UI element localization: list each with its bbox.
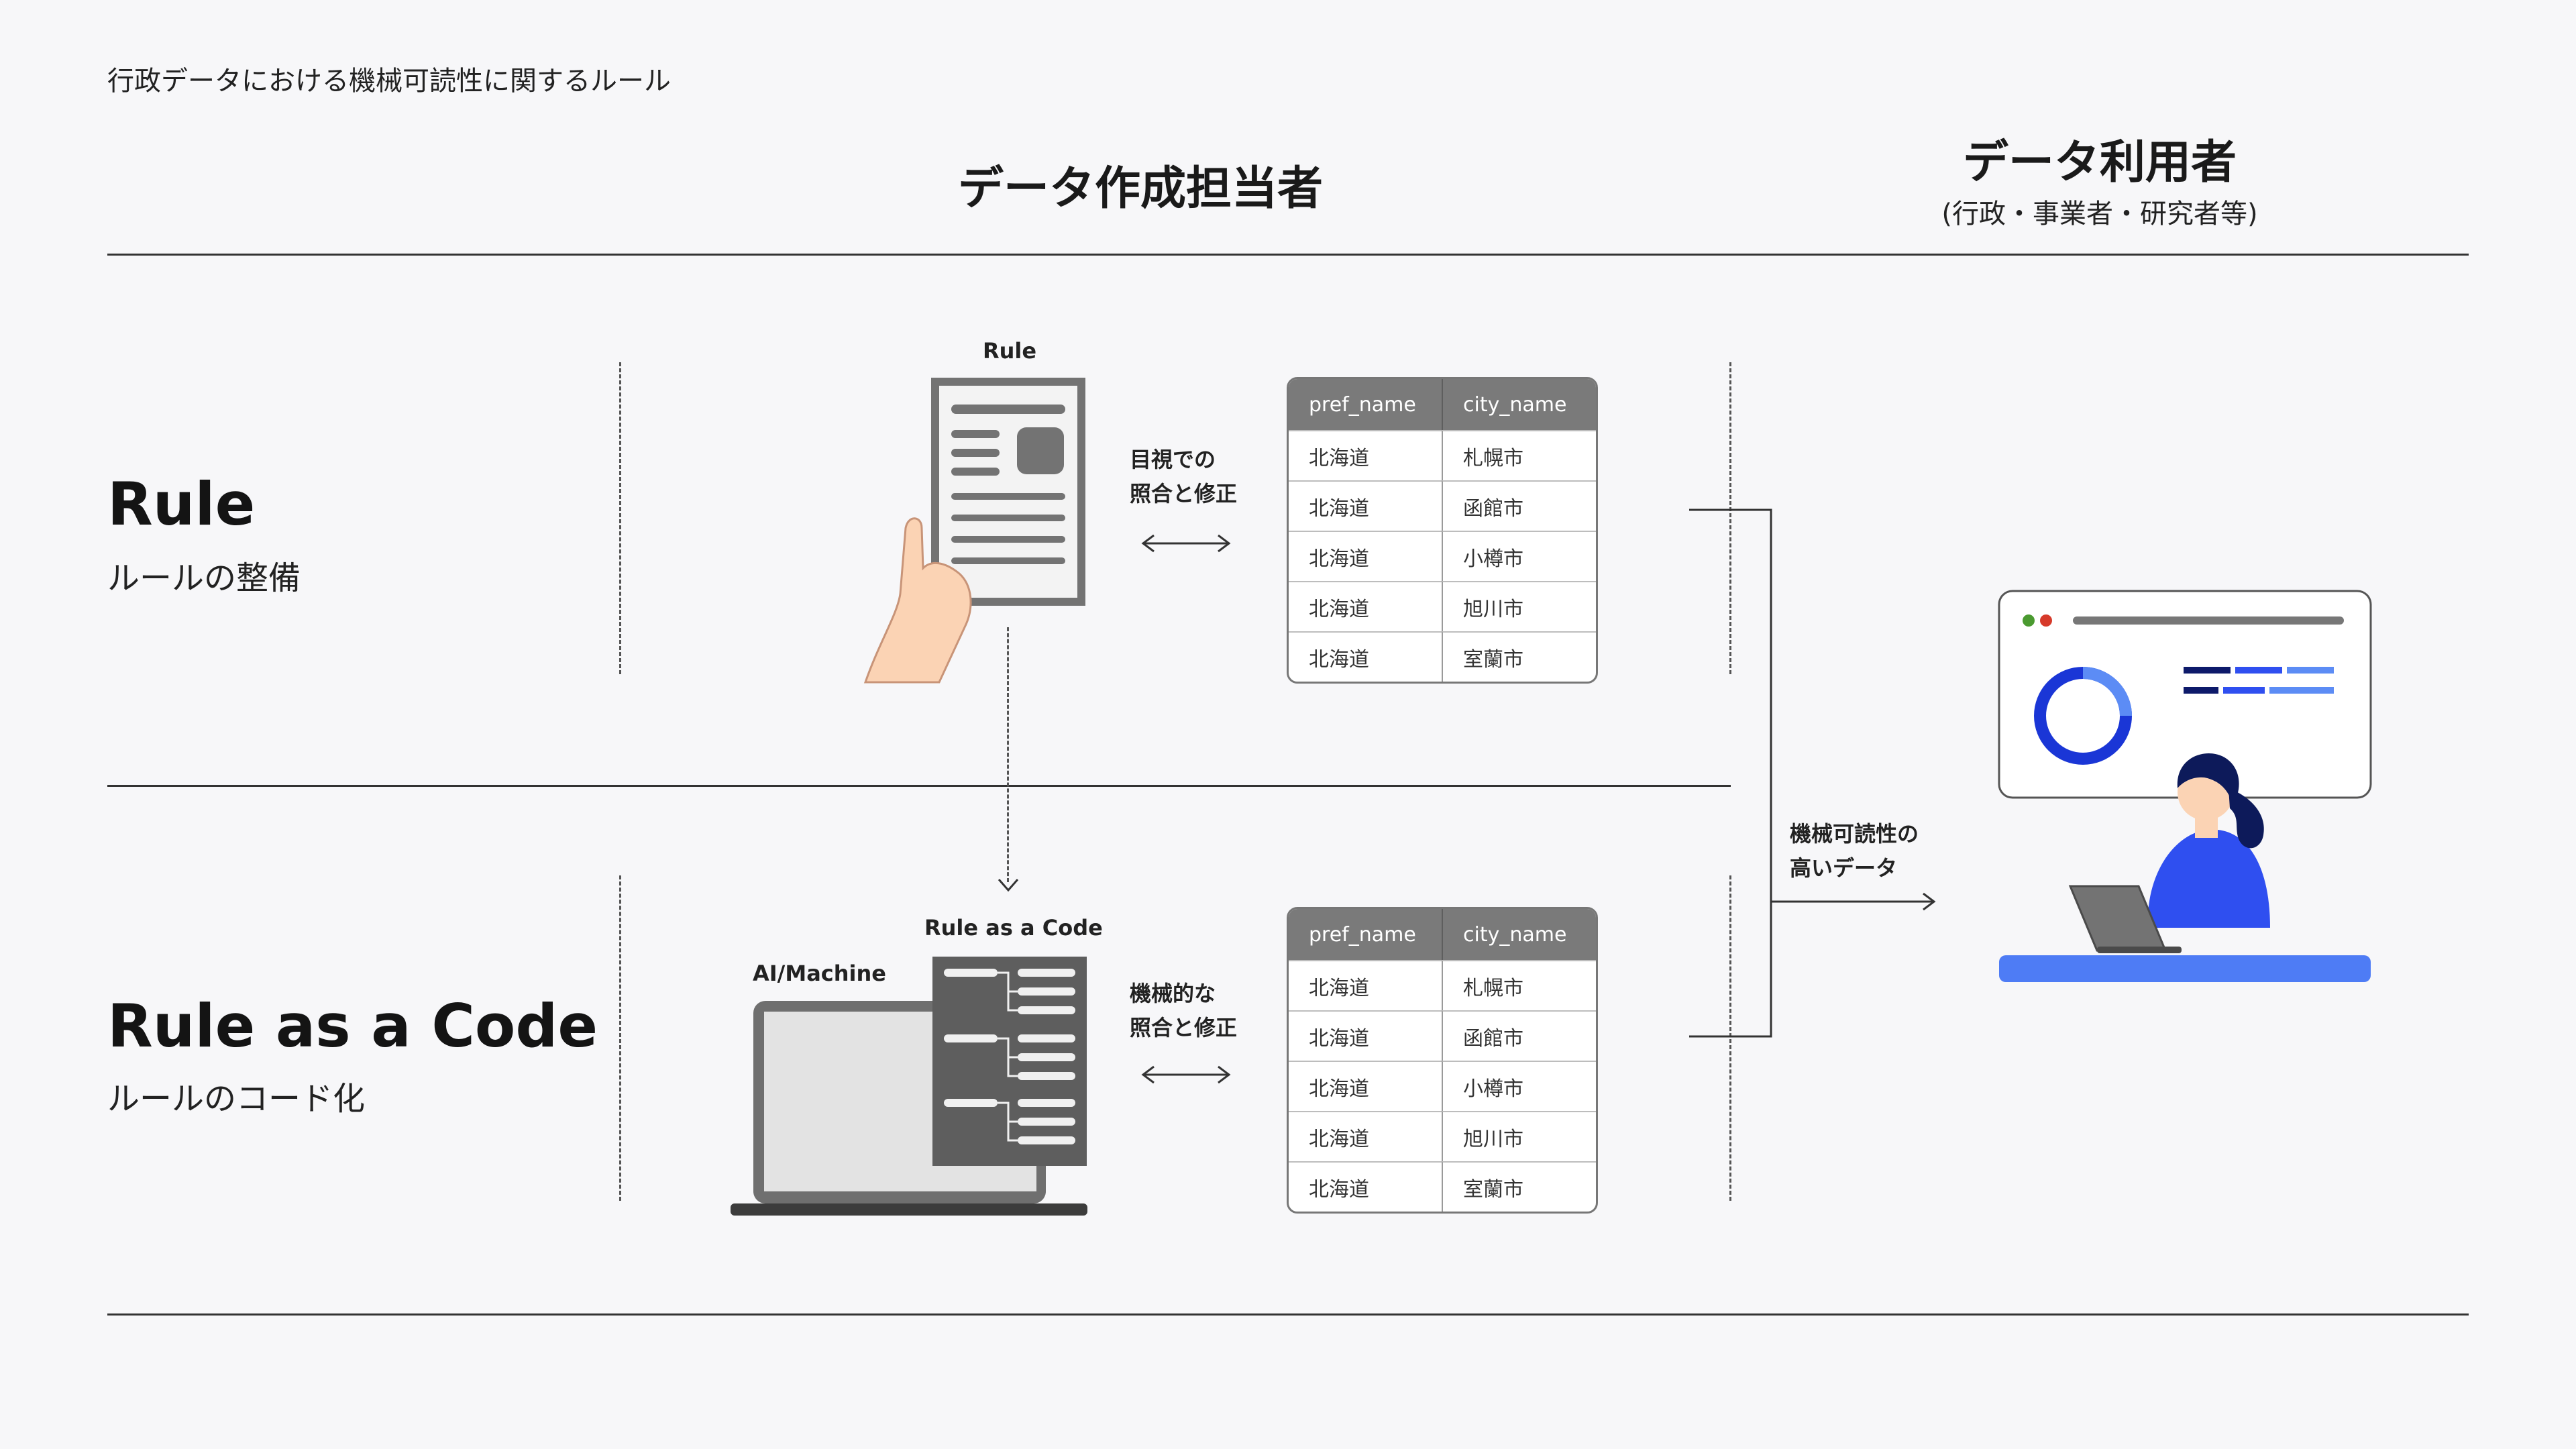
rule-as-code-label: Rule as a Code <box>924 915 1103 941</box>
table-cell: 北海道 <box>1289 480 1442 531</box>
table-cell: 函館市 <box>1442 1010 1596 1061</box>
table-cell: 北海道 <box>1289 581 1442 631</box>
left-divider-bottom <box>619 875 621 1201</box>
footer-divider <box>107 1313 2469 1316</box>
visual-check-line-2: 照合と修正 <box>1130 481 1238 507</box>
person-icon <box>2147 753 2270 928</box>
table-row: 北海道小樽市 <box>1289 1061 1596 1111</box>
window-dot-red <box>2040 614 2052 627</box>
document-icon <box>931 378 1085 606</box>
table-cell: 北海道 <box>1289 1010 1442 1061</box>
dashboard-window-icon <box>1998 590 2372 799</box>
machine-check-line-2: 照合と修正 <box>1130 1015 1238 1041</box>
desk <box>1999 955 2371 982</box>
table-cell: 北海道 <box>1289 631 1442 682</box>
table-cell: 札幌市 <box>1442 430 1596 480</box>
table-row: 北海道室蘭市 <box>1289 1161 1596 1212</box>
table-cell: 北海道 <box>1289 1111 1442 1161</box>
output-label-line-2: 高いデータ <box>1790 855 1898 881</box>
double-arrow-icon <box>1141 1065 1231 1084</box>
table-cell: 北海道 <box>1289 430 1442 480</box>
laptop-icon <box>2068 885 2182 953</box>
left-divider-top <box>619 362 621 674</box>
merge-bracket-connector <box>1689 508 1936 1038</box>
table-row: 北海道札幌市 <box>1289 430 1596 480</box>
row-title-rule-as-code: Rule as a Code <box>107 991 598 1061</box>
code-document-icon <box>932 957 1087 1166</box>
table-row: 北海道函館市 <box>1289 480 1596 531</box>
rule-document-label: Rule <box>983 338 1037 364</box>
table-row: 北海道旭川市 <box>1289 581 1596 631</box>
right-divider-top <box>1729 362 1731 674</box>
visual-check-label: 目視での 照合と修正 <box>1130 443 1237 511</box>
data-user-illustration <box>1998 590 2372 982</box>
table-cell: 函館市 <box>1442 480 1596 531</box>
table-cell: 北海道 <box>1289 531 1442 581</box>
table-cell: 旭川市 <box>1442 581 1596 631</box>
down-arrow-icon <box>998 879 1019 892</box>
column-header-pref: pref_name <box>1289 379 1442 430</box>
hand-icon <box>863 517 972 684</box>
donut-chart-icon <box>2034 667 2132 765</box>
window-dot-green <box>2023 614 2035 627</box>
machine-check-label: 機械的な 照合と修正 <box>1130 977 1237 1045</box>
ai-machine-label: AI/Machine <box>753 961 886 986</box>
table-row: 北海道室蘭市 <box>1289 631 1596 682</box>
output-label-line-1: 機械可読性の <box>1790 821 1919 847</box>
table-header-row: pref_name city_name <box>1289 379 1596 430</box>
header-divider <box>107 254 2469 256</box>
visual-check-line-1: 目視での <box>1130 447 1216 472</box>
table-cell: 室蘭市 <box>1442 631 1596 682</box>
table-cell: 小樽市 <box>1442 531 1596 581</box>
row-subtitle-rule-as-code: ルールのコード化 <box>107 1080 366 1118</box>
user-column-heading: データ利用者 <box>1962 136 2237 189</box>
rule-as-code-illustration <box>731 957 1087 1216</box>
machine-readable-data-label: 機械可読性の 高いデータ <box>1790 817 1919 885</box>
rule-document-illustration <box>863 378 1085 684</box>
table-row: 北海道旭川市 <box>1289 1111 1596 1161</box>
machine-check-line-1: 機械的な <box>1130 981 1216 1006</box>
row-divider <box>107 785 1731 787</box>
row-title-rule: Rule <box>107 470 256 539</box>
column-header-city: city_name <box>1442 909 1596 960</box>
right-divider-bottom <box>1729 875 1731 1201</box>
table-cell: 室蘭市 <box>1442 1161 1596 1212</box>
table-row: 北海道函館市 <box>1289 1010 1596 1061</box>
rule-to-code-arrow <box>1007 627 1009 882</box>
data-table-bottom: pref_name city_name 北海道札幌市 北海道函館市 北海道小樽市… <box>1287 907 1598 1214</box>
table-cell: 北海道 <box>1289 1161 1442 1212</box>
right-arrow-icon <box>1923 892 1936 911</box>
table-cell: 北海道 <box>1289 1061 1442 1111</box>
creator-column-heading: データ作成担当者 <box>957 162 1323 215</box>
table-cell: 旭川市 <box>1442 1111 1596 1161</box>
table-cell: 北海道 <box>1289 960 1442 1010</box>
data-table-top: pref_name city_name 北海道札幌市 北海道函館市 北海道小樽市… <box>1287 377 1598 684</box>
table-header-row: pref_name city_name <box>1289 909 1596 960</box>
column-header-pref: pref_name <box>1289 909 1442 960</box>
table-row: 北海道小樽市 <box>1289 531 1596 581</box>
table-row: 北海道札幌市 <box>1289 960 1596 1010</box>
table-cell: 小樽市 <box>1442 1061 1596 1111</box>
user-column-subheading: (行政・事業者・研究者等) <box>1941 199 2258 229</box>
table-cell: 札幌市 <box>1442 960 1596 1010</box>
page-title: 行政データにおける機械可読性に関するルール <box>107 66 671 97</box>
double-arrow-icon <box>1141 534 1231 553</box>
row-subtitle-rule: ルールの整備 <box>107 559 301 597</box>
column-header-city: city_name <box>1442 379 1596 430</box>
